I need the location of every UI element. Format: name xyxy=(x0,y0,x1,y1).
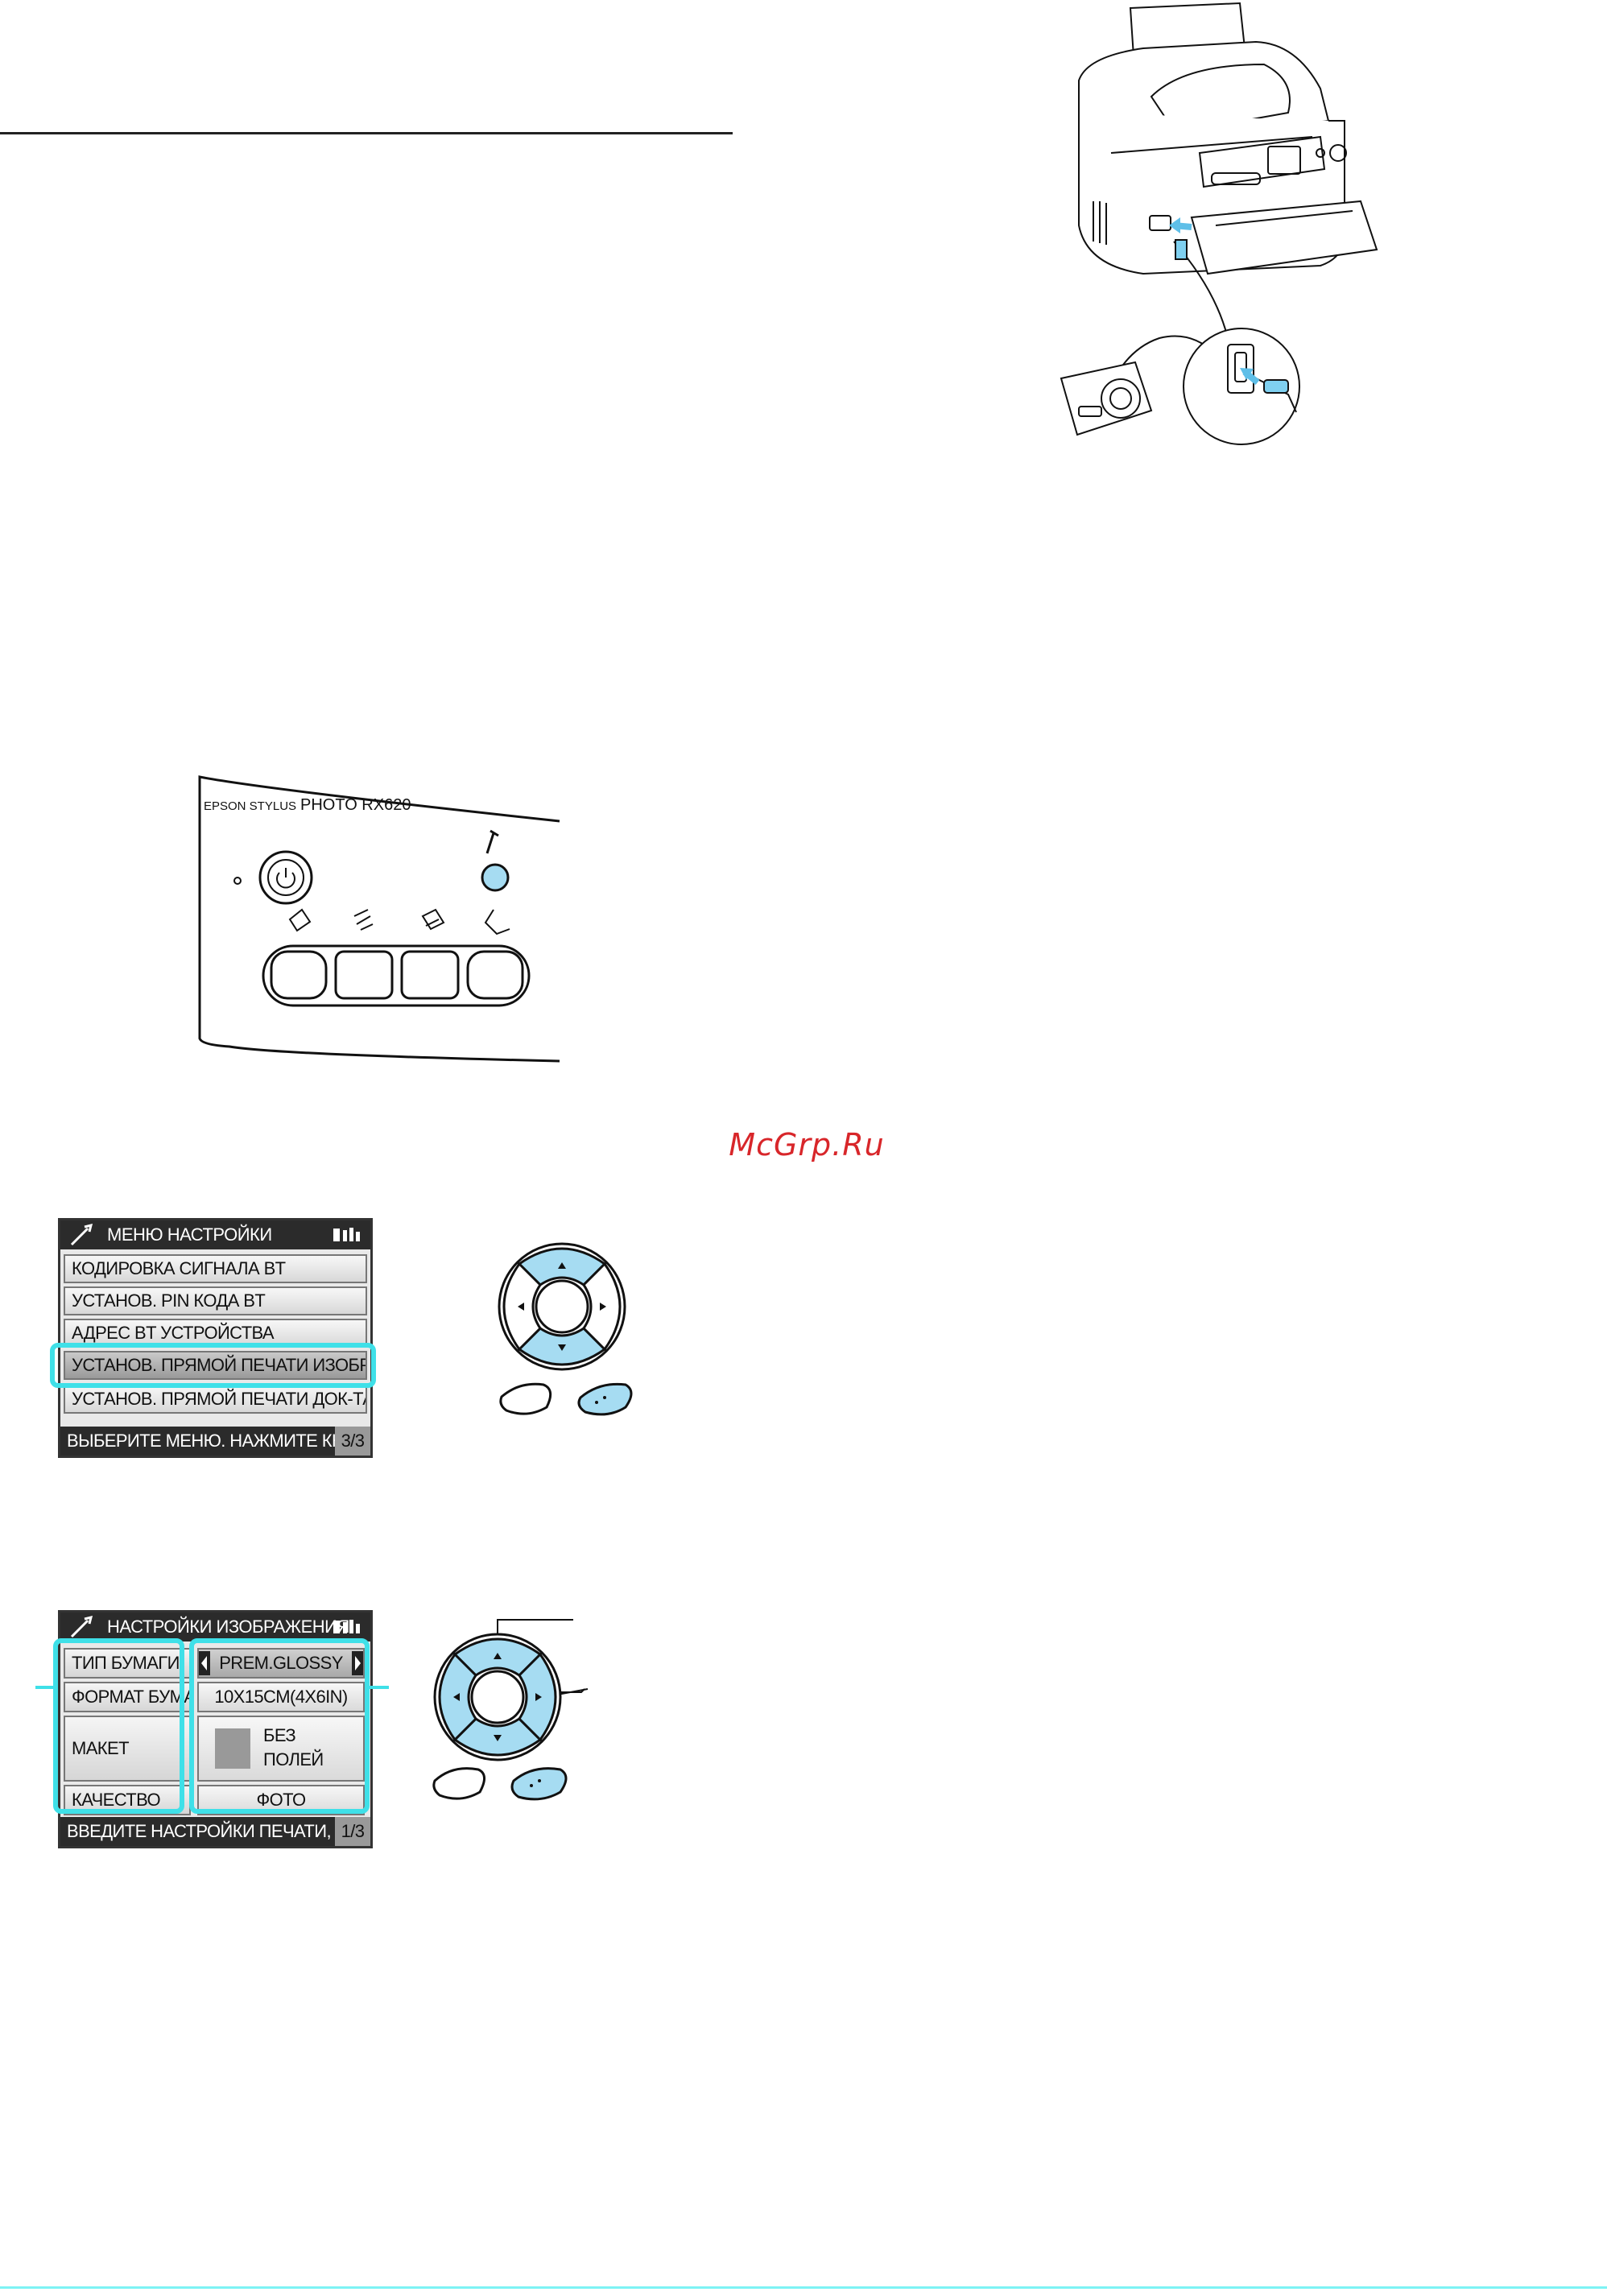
paper-size-label: ФОРМАТ БУМАГИ xyxy=(64,1682,191,1712)
mode-icons xyxy=(288,908,510,935)
back-button[interactable] xyxy=(432,1767,485,1800)
menu-item-selected[interactable]: УСТАНОВ. ПРЯМОЙ ПЕЧАТИ ИЗОБР. xyxy=(64,1351,367,1380)
lcd-title: НАСТРОЙКИ ИЗОБРАЖЕНИЯ xyxy=(107,1617,349,1637)
ok-button[interactable] xyxy=(470,1670,525,1724)
paper-size-value[interactable]: 10X15CM(4X6IN) xyxy=(197,1682,365,1712)
lcd-status-text: ВВЕДИТЕ НАСТРОЙКИ ПЕЧАТИ, ЗАТЕМ НА xyxy=(67,1821,370,1841)
setup-wrench-icon xyxy=(485,829,499,854)
lcd-title-bar: МЕНЮ НАСТРОЙКИ xyxy=(60,1220,370,1249)
labels-highlight xyxy=(53,1638,184,1814)
lcd-title-bar: НАСТРОЙКИ ИЗОБРАЖЕНИЯ xyxy=(60,1613,370,1641)
section-rule xyxy=(0,132,733,134)
navigation-pad-1 xyxy=(498,1242,633,1416)
setup-button[interactable] xyxy=(481,863,510,892)
mode-button-4[interactable] xyxy=(466,950,524,1000)
lcd-setup-menu: МЕНЮ НАСТРОЙКИ КОДИРОВКА СИГНАЛА BT УСТА… xyxy=(58,1218,373,1458)
model-name: PHOTO RX620 xyxy=(300,796,411,814)
values-highlight xyxy=(189,1638,370,1814)
page-indicator: 1/3 xyxy=(335,1817,370,1846)
navigation-pad-2 xyxy=(432,1619,589,1801)
callout-line-right xyxy=(370,1686,389,1689)
borderless-layout-icon xyxy=(215,1728,250,1769)
start-button[interactable] xyxy=(577,1382,633,1416)
left-arrow-icon xyxy=(199,1651,210,1675)
page-indicator: 3/3 xyxy=(335,1427,370,1456)
paper-type-value[interactable]: PREM.GLOSSY xyxy=(197,1648,365,1679)
selection-highlight xyxy=(50,1343,376,1388)
menu-item[interactable]: КОДИРОВКА СИГНАЛА BT xyxy=(64,1254,367,1283)
layout-label: МАКЕТ xyxy=(64,1716,191,1782)
mode-button-1[interactable] xyxy=(270,950,328,1000)
power-button[interactable] xyxy=(258,850,313,905)
mode-button-3[interactable] xyxy=(400,950,460,1000)
wrench-icon xyxy=(70,1223,93,1246)
right-arrow-icon xyxy=(352,1651,363,1675)
menu-item[interactable]: УСТАНОВ. PIN КОДА BT xyxy=(64,1286,367,1315)
lcd-status-bar: ВЫБЕРИТЕ МЕНЮ. НАЖМИТЕ КНОПКУ OK 3/3 xyxy=(60,1427,370,1456)
back-button[interactable] xyxy=(499,1382,552,1415)
model-prefix: EPSON STYLUS xyxy=(204,799,296,813)
layout-value-line1: БЕЗ xyxy=(263,1725,296,1745)
battery-signal-icon xyxy=(333,1620,360,1633)
printer-camera-illustration xyxy=(1060,2,1378,445)
watermark: McGrp.Ru xyxy=(729,1127,885,1162)
layout-value[interactable]: БЕЗ ПОЛЕЙ xyxy=(197,1716,365,1782)
menu-item[interactable]: УСТАНОВ. ПРЯМОЙ ПЕЧАТИ ДОК-ТА xyxy=(64,1385,367,1414)
wrench-icon xyxy=(70,1615,93,1638)
mode-button-2[interactable] xyxy=(334,950,394,1000)
start-button[interactable] xyxy=(510,1767,568,1801)
lcd-image-settings: НАСТРОЙКИ ИЗОБРАЖЕНИЯ ТИП БУМАГИ ФОРМАТ … xyxy=(58,1610,373,1848)
layout-value-line2: ПОЛЕЙ xyxy=(263,1749,324,1769)
ok-button[interactable] xyxy=(535,1279,589,1334)
battery-signal-icon xyxy=(333,1228,360,1241)
lcd-status-bar: ВВЕДИТЕ НАСТРОЙКИ ПЕЧАТИ, ЗАТЕМ НА 1/3 xyxy=(60,1817,370,1846)
lcd-status-text: ВЫБЕРИТЕ МЕНЮ. НАЖМИТЕ КНОПКУ OK xyxy=(67,1431,370,1451)
paper-type-label: ТИП БУМАГИ xyxy=(64,1648,191,1679)
control-panel-illustration: EPSON STYLUS PHOTO RX620 xyxy=(198,775,560,1063)
lcd-title: МЕНЮ НАСТРОЙКИ xyxy=(107,1224,272,1245)
footer-rule xyxy=(0,2286,1607,2289)
callout-line-left xyxy=(35,1686,55,1689)
